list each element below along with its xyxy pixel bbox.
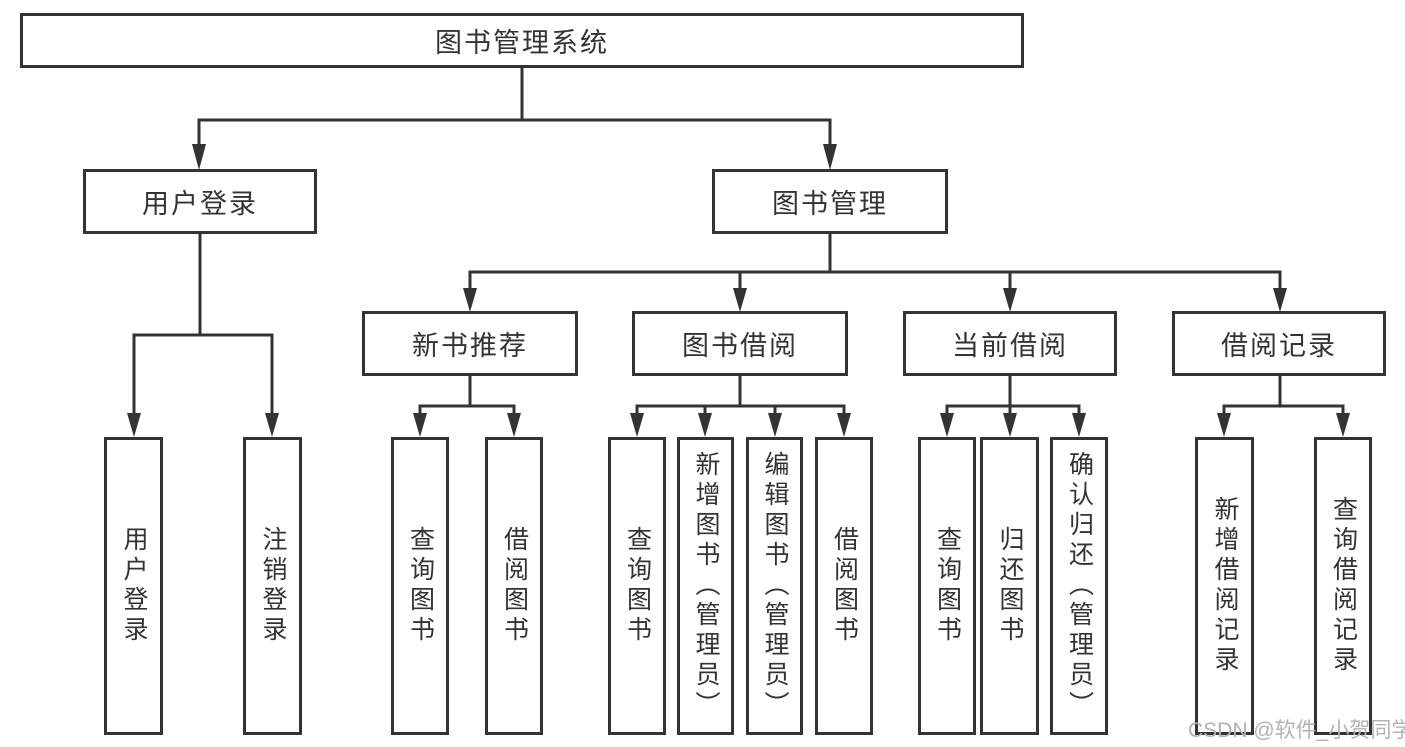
node-new-book-recommend: 新书推荐 [362, 311, 578, 376]
leaf-add-borrow-record-label: 新增借阅记录 [1211, 496, 1239, 676]
node-user-login: 用户登录 [83, 169, 317, 234]
leaf-logout-label: 注销登录 [259, 526, 287, 646]
leaf-return-books: 归还图书 [980, 437, 1039, 735]
node-borrowing-records: 借阅记录 [1172, 311, 1386, 376]
leaf-query-books-recommend: 查询图书 [391, 437, 449, 735]
leaf-edit-book-admin: 编辑图书（管理员） [746, 437, 803, 735]
leaf-confirm-return-admin-label: 确认归还（管理员） [1065, 451, 1094, 721]
leaf-user-login-label: 用户登录 [120, 526, 148, 646]
leaf-return-books-label: 归还图书 [996, 526, 1024, 646]
leaf-query-borrow-record-label: 查询借阅记录 [1329, 496, 1358, 676]
node-new-book-recommend-label: 新书推荐 [412, 331, 528, 361]
leaf-borrow-books-borrowing: 借阅图书 [815, 437, 873, 735]
leaf-query-borrow-record: 查询借阅记录 [1314, 437, 1372, 735]
leaf-user-login: 用户登录 [104, 437, 163, 735]
leaf-query-books-borrowing-label: 查询图书 [623, 526, 652, 646]
leaf-query-books-current: 查询图书 [918, 437, 976, 735]
arrowheads [127, 144, 1350, 437]
csdn-watermark: CSDN @软件_小贺同学 [1188, 719, 1405, 742]
leaf-edit-book-admin-label: 编辑图书（管理员） [761, 451, 789, 721]
node-current-borrowing-label: 当前借阅 [952, 331, 1068, 361]
node-book-management: 图书管理 [712, 169, 948, 234]
leaf-add-borrow-record: 新增借阅记录 [1195, 437, 1254, 735]
leaf-add-book-admin: 新增图书（管理员） [677, 437, 734, 735]
leaf-confirm-return-admin: 确认归还（管理员） [1050, 437, 1108, 735]
leaf-borrow-books-borrowing-label: 借阅图书 [830, 526, 859, 646]
node-user-login-label: 用户登录 [142, 189, 258, 219]
leaf-query-books-borrowing: 查询图书 [608, 437, 666, 735]
leaf-borrow-books-recommend-label: 借阅图书 [500, 526, 529, 646]
node-book-management-label: 图书管理 [772, 189, 888, 219]
node-book-borrowing-label: 图书借阅 [682, 331, 798, 361]
node-root-label: 图书管理系统 [435, 28, 609, 58]
leaf-query-books-current-label: 查询图书 [933, 526, 962, 646]
leaf-logout: 注销登录 [243, 437, 302, 735]
leaf-add-book-admin-label: 新增图书（管理员） [692, 451, 720, 721]
node-current-borrowing: 当前借阅 [903, 311, 1117, 376]
node-book-borrowing: 图书借阅 [632, 311, 848, 376]
leaf-borrow-books-recommend: 借阅图书 [485, 437, 543, 735]
node-root: 图书管理系统 [20, 13, 1024, 68]
leaf-query-books-recommend-label: 查询图书 [406, 526, 435, 646]
node-borrowing-records-label: 借阅记录 [1221, 331, 1337, 361]
